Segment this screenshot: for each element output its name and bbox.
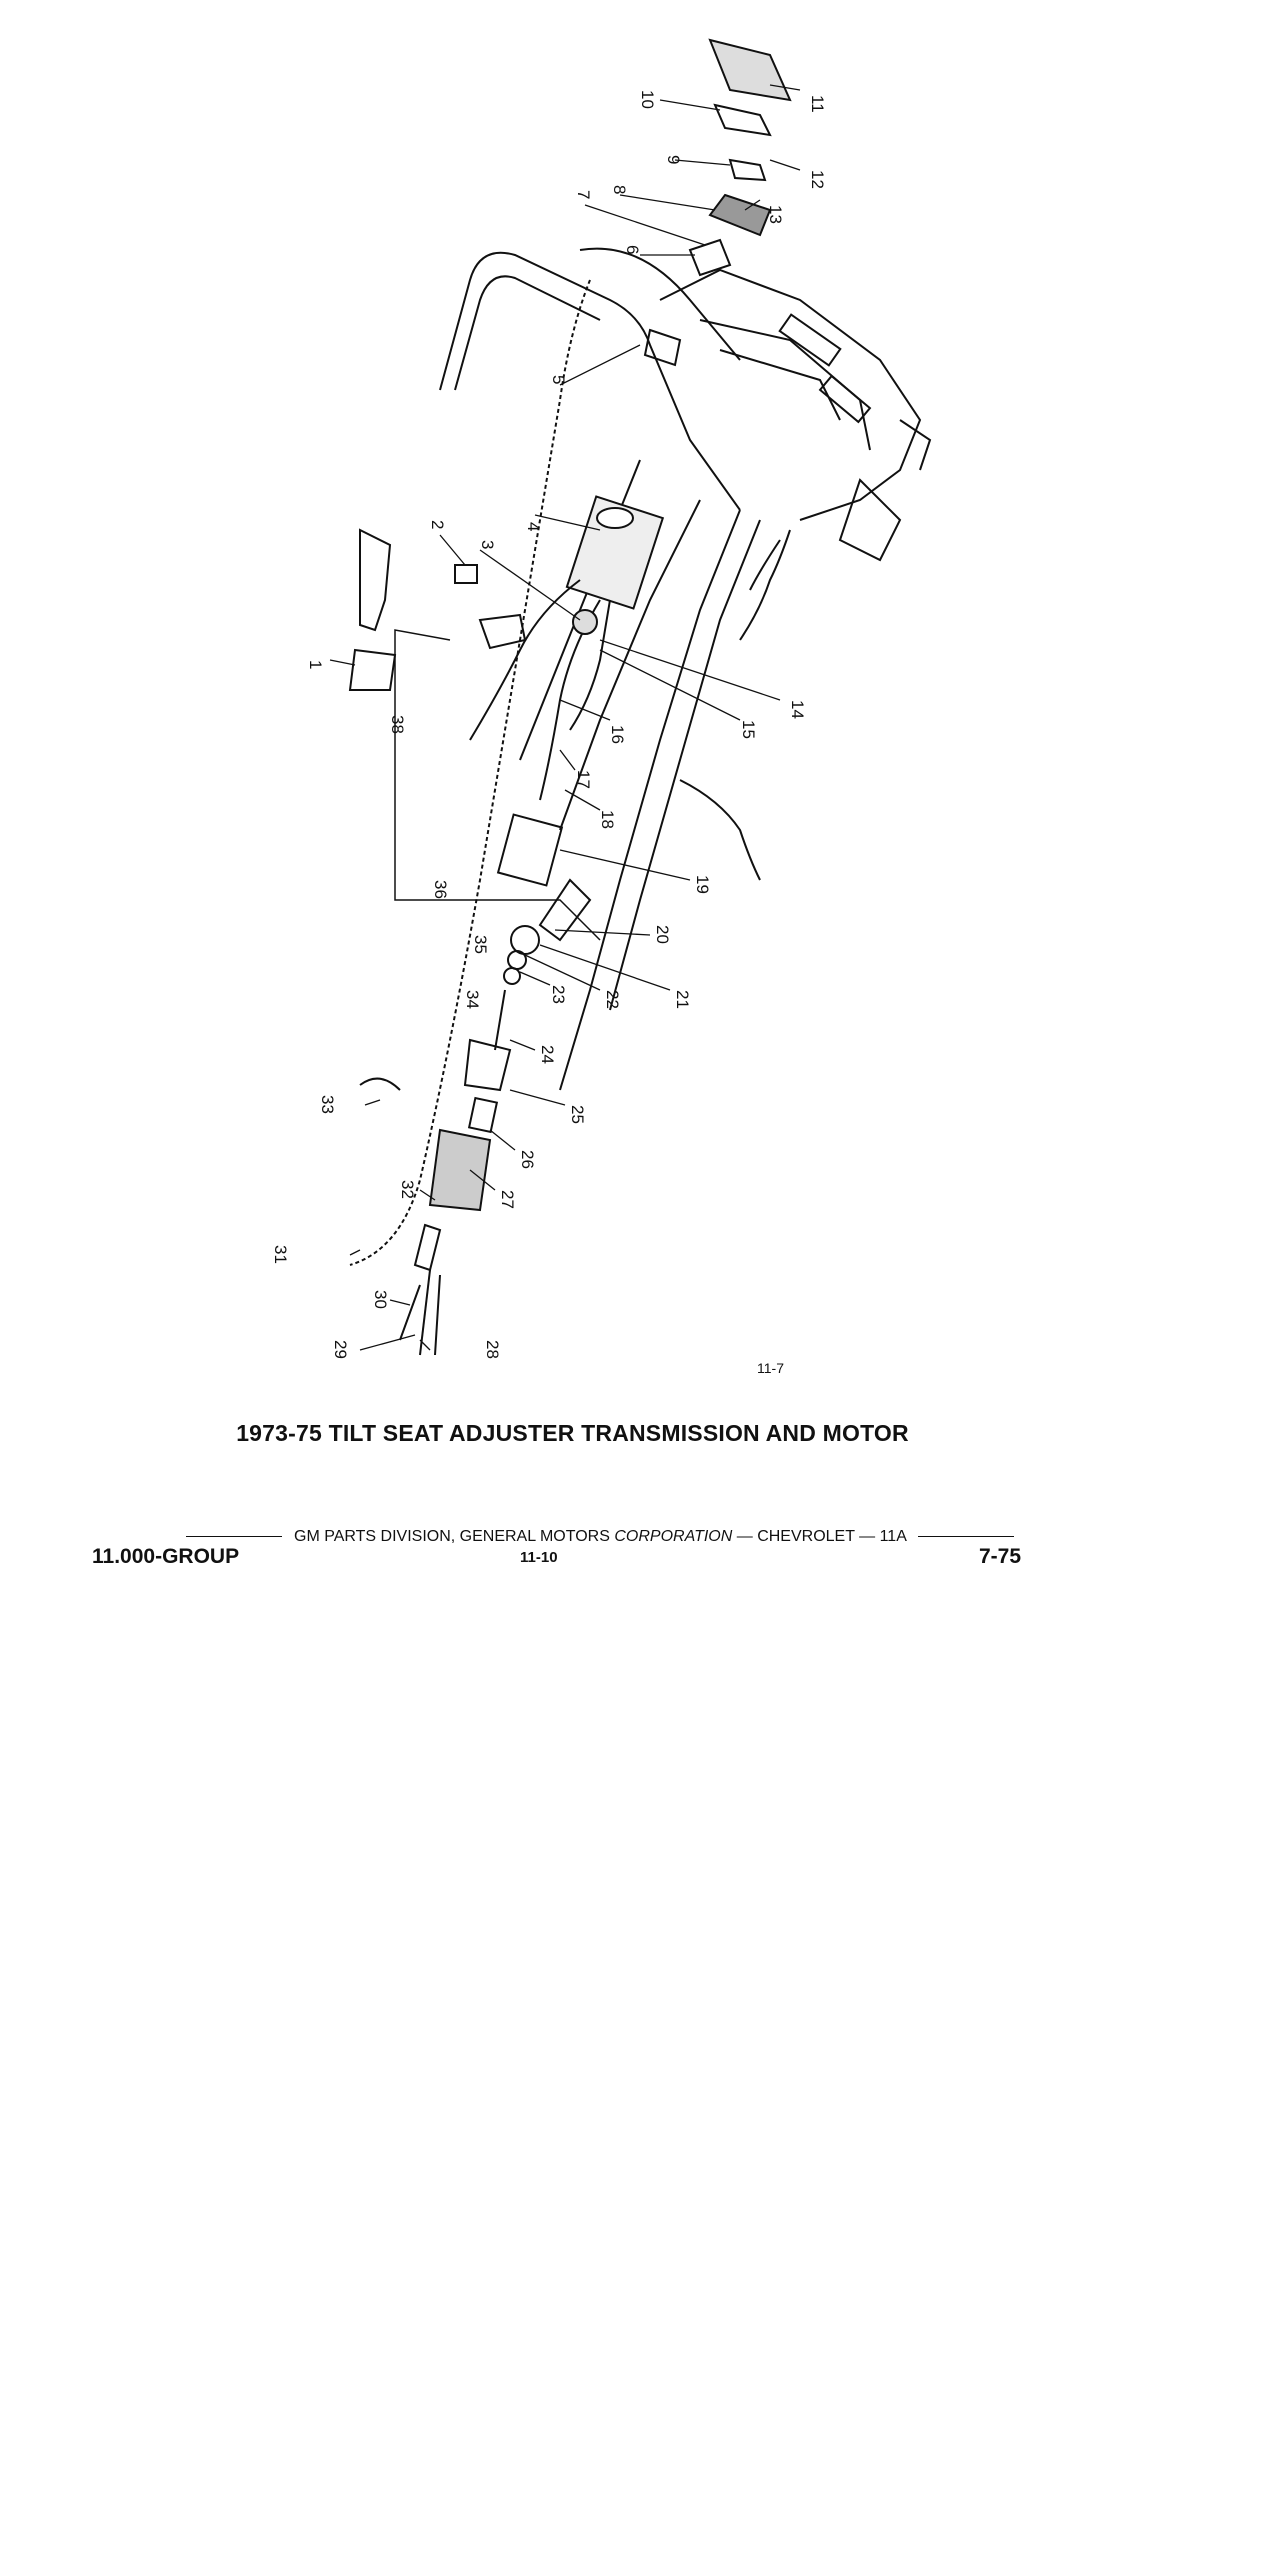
callout-30: 30 — [371, 1290, 390, 1309]
page-number: 11-10 — [520, 1549, 558, 1566]
callout-8: 8 — [610, 185, 629, 194]
callout-21: 21 — [673, 990, 692, 1009]
diagram-svg: 1 2 3 4 5 6 7 8 9 10 11 12 13 14 15 16 1… — [271, 38, 932, 1359]
callout-19: 19 — [693, 875, 712, 894]
callout-16: 16 — [608, 725, 627, 744]
callout-26: 26 — [518, 1150, 537, 1169]
callout-29: 29 — [331, 1340, 350, 1359]
callout-12: 12 — [808, 170, 827, 189]
callout-23: 23 — [549, 985, 568, 1004]
callout-27: 27 — [498, 1190, 517, 1209]
callout-28: 28 — [483, 1340, 502, 1359]
exploded-parts-diagram: 1 2 3 4 5 6 7 8 9 10 11 12 13 14 15 16 1… — [271, 38, 932, 1376]
figure-number: 11-7 — [757, 1360, 784, 1376]
callout-18: 18 — [598, 810, 617, 829]
callout-32: 32 — [398, 1180, 417, 1199]
revision-date: 7-75 — [979, 1545, 1022, 1568]
group-label: 11.000-GROUP — [92, 1545, 240, 1568]
publisher-corp: CORPORATION — [614, 1528, 733, 1545]
callout-13: 13 — [766, 205, 785, 224]
callout-25: 25 — [568, 1105, 587, 1124]
callout-1: 1 — [306, 660, 325, 669]
callout-11: 11 — [808, 95, 827, 113]
publisher-line: GM PARTS DIVISION, GENERAL MOTORS CORPOR… — [140, 1528, 1060, 1546]
callout-labels: 1 2 3 4 5 6 7 8 9 10 11 12 13 14 15 16 1… — [271, 90, 827, 1359]
callout-3: 3 — [478, 540, 497, 549]
figure-caption: 1973-75 TILT SEAT ADJUSTER TRANSMISSION … — [236, 1420, 909, 1446]
callout-20: 20 — [653, 925, 672, 944]
callout-9: 9 — [664, 155, 683, 164]
callout-33: 33 — [318, 1095, 337, 1114]
leader-lines — [329, 84, 801, 1351]
callout-31: 31 — [271, 1245, 290, 1264]
callout-10: 10 — [638, 90, 657, 109]
callout-35: 35 — [471, 935, 490, 954]
callout-24: 24 — [538, 1045, 557, 1064]
callout-6: 6 — [623, 245, 642, 254]
seat-frame-outline — [348, 38, 932, 1356]
publisher-prefix: GM PARTS DIVISION, GENERAL MOTORS — [294, 1528, 610, 1545]
callout-34: 34 — [463, 990, 482, 1009]
callout-15: 15 — [739, 720, 758, 739]
callout-2: 2 — [428, 520, 447, 529]
callout-38: 38 — [388, 715, 407, 734]
callout-14: 14 — [788, 700, 807, 719]
callout-7: 7 — [574, 190, 593, 199]
footer-rule-left — [185, 1536, 282, 1538]
callout-5: 5 — [549, 375, 568, 384]
callout-36: 36 — [431, 880, 450, 899]
callout-22: 22 — [603, 990, 622, 1009]
publisher-suffix: — CHEVROLET — 11A — [736, 1528, 906, 1545]
callout-17: 17 — [574, 770, 593, 789]
footer-rule-right — [918, 1536, 1015, 1538]
callout-4: 4 — [524, 522, 543, 531]
